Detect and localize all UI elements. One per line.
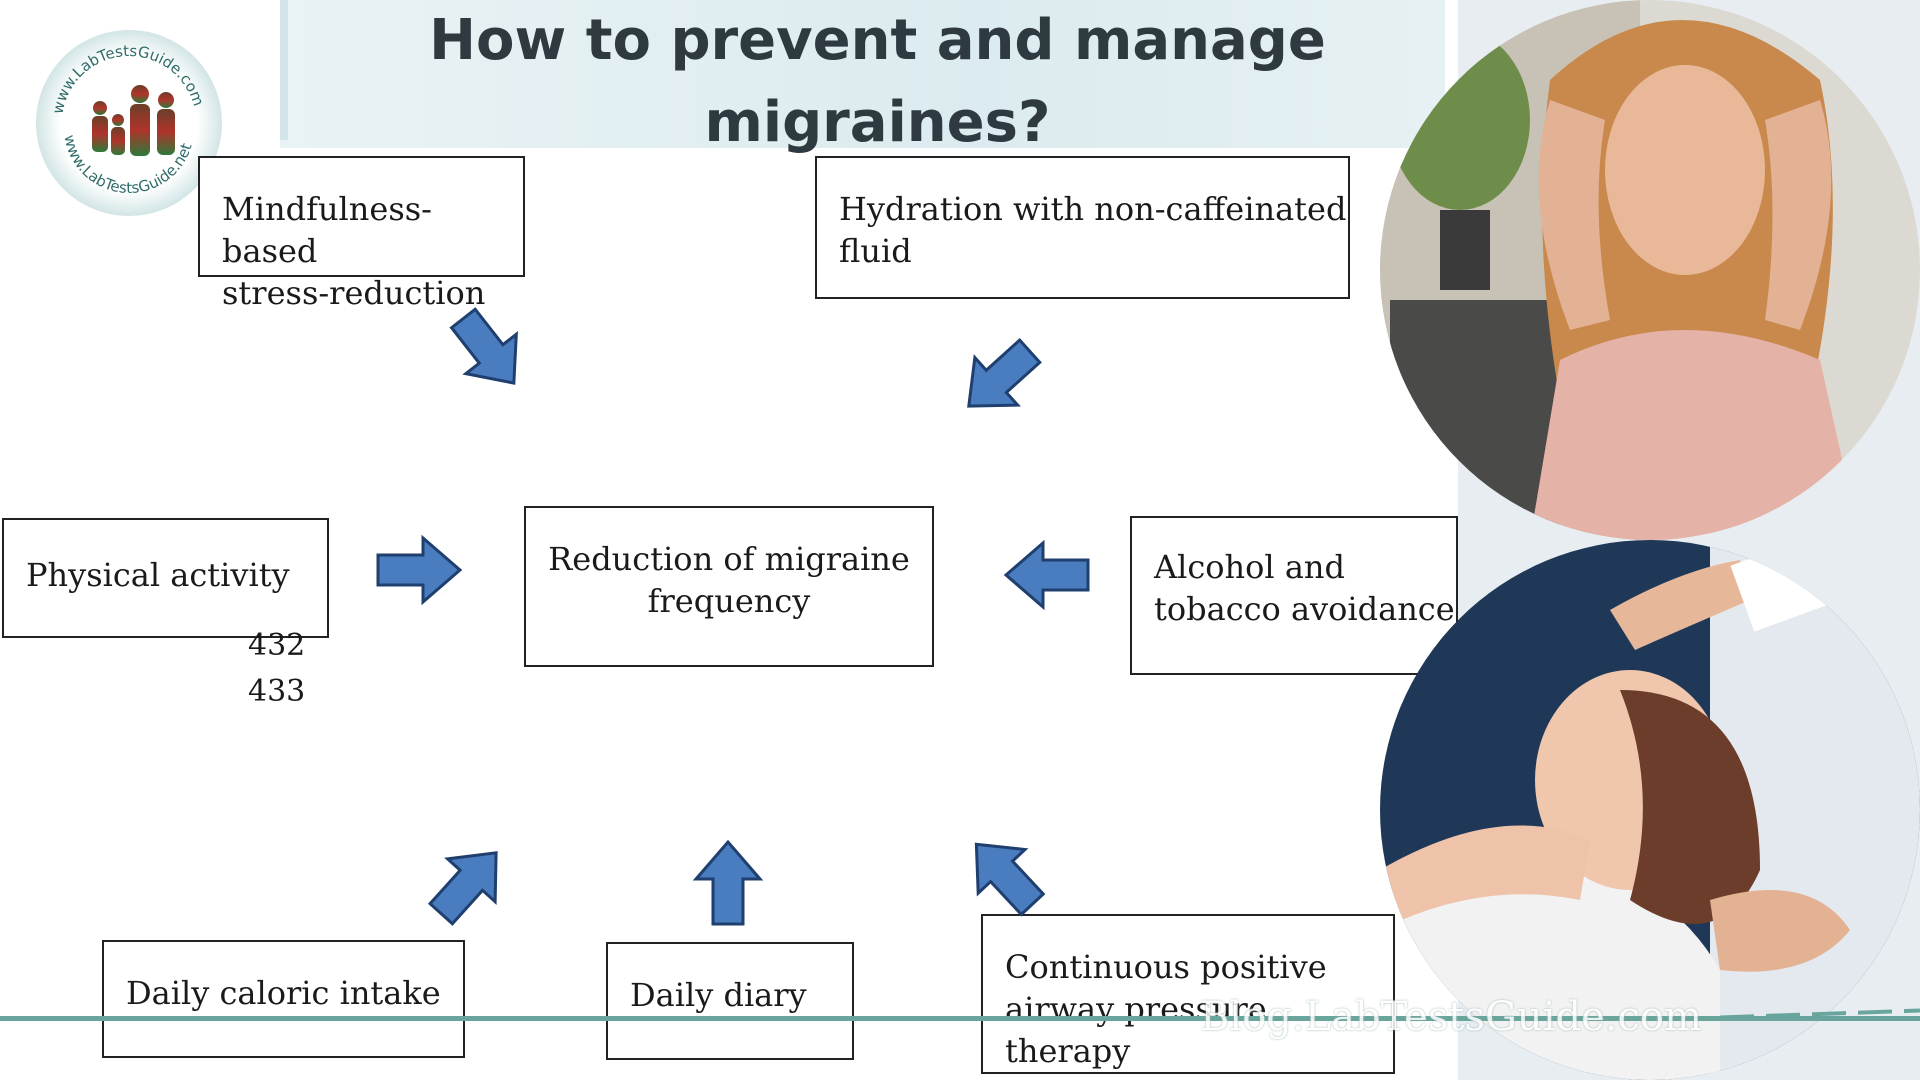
node-daily-caloric-intake: Daily caloric intake — [102, 940, 465, 1058]
labtestsguide-logo: www.LabTestsGuide.com www.LabTestsGuide.… — [36, 30, 222, 216]
node-mindfulness: Mindfulness-based stress-reduction — [198, 156, 525, 312]
node-physical-activity: Physical activity — [2, 518, 329, 638]
arrow-from-alcohol-icon — [1004, 541, 1090, 609]
line-number-432: 432 — [248, 628, 306, 663]
node-center-reduction: Reduction of migraine frequency — [524, 506, 934, 667]
arrow-from-diary-icon — [694, 840, 762, 926]
arrow-from-caloric-icon — [415, 829, 522, 937]
arrow-from-mindfulness-icon — [436, 297, 541, 405]
node-alcohol-tobacco: Alcohol and tobacco avoidance — [1130, 516, 1458, 675]
arrow-from-cpap-icon — [951, 820, 1058, 928]
watermark-text: Blog.LabTestsGuide.com — [1200, 994, 1702, 1040]
logo-figures-icon: www.LabTestsGuide.com www.LabTestsGuide.… — [49, 42, 208, 197]
head-massage-photo — [1380, 540, 1920, 1080]
bottom-accent-line — [0, 1016, 1920, 1021]
arrow-from-physical-icon — [376, 536, 462, 604]
woman-holding-head-photo — [1380, 0, 1920, 540]
arrow-from-hydration-icon — [945, 325, 1053, 432]
node-cpap: Continuous positive airway pressure ther… — [981, 914, 1395, 1074]
title-band — [280, 0, 1445, 148]
page-title: How to prevent and manage migraines? — [429, 8, 1326, 155]
line-number-433: 433 — [248, 674, 306, 709]
node-daily-diary: Daily diary — [606, 942, 854, 1060]
node-hydration: Hydration with non-caffeinated fluid — [815, 156, 1350, 299]
